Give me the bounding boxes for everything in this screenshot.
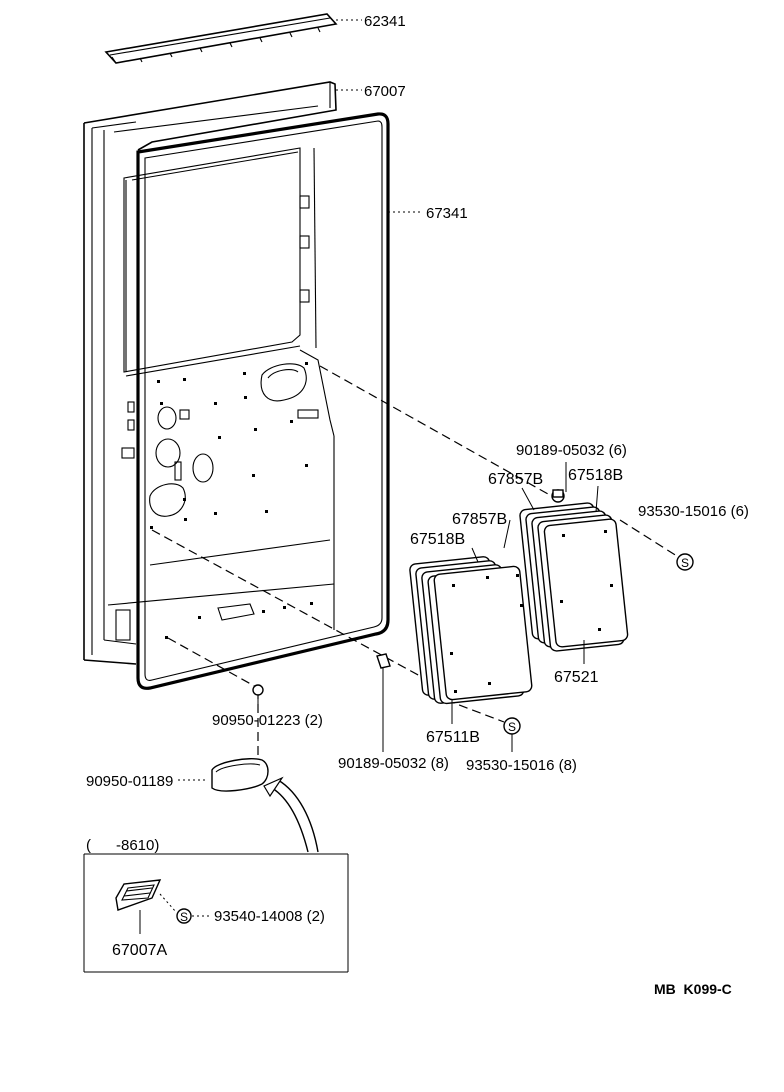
arrow-to-inset (263, 776, 319, 853)
screw-mark-6: S (676, 553, 694, 571)
callout-93530-15016-6: 93530-15016 (6) (638, 503, 749, 520)
hole-plug-large (178, 758, 269, 792)
assembly-line-lower (167, 637, 259, 689)
callout-67857B-right: 67857B (488, 471, 543, 488)
assembly-line-middle (151, 529, 421, 677)
hole-plug-small (252, 684, 264, 712)
callout-90950-01189: 90950-01189 (86, 773, 173, 790)
screw-mark-8: S (503, 717, 521, 752)
clip-upper (551, 462, 567, 503)
assembly-line-screw-8 (445, 699, 505, 723)
figure-code: MB K099-C (654, 981, 732, 997)
back-door-panel (83, 81, 362, 665)
callout-93540-14008-2: 93540-14008 (2) (214, 908, 325, 925)
callout-67521: 67521 (554, 669, 599, 686)
callout-93530-15016-8: 93530-15016 (8) (466, 757, 577, 774)
board-stack-left (409, 519, 533, 724)
screw-mark-8-letter: S (508, 720, 516, 734)
callout-67007A: 67007A (112, 942, 167, 959)
callout-62341: 62341 (364, 13, 406, 30)
callout-67341: 67341 (426, 205, 468, 222)
callout-67518B-left: 67518B (410, 531, 465, 548)
callout-67857B-left: 67857B (452, 511, 507, 528)
callout-inset-date-range: ( -8610) (86, 837, 159, 854)
top-moulding (104, 13, 362, 64)
screw-mark-6-letter: S (681, 556, 689, 570)
callout-90189-05032-6: 90189-05032 (6) (516, 442, 627, 459)
weatherstrip (136, 112, 422, 690)
assembly-line-upper (319, 365, 549, 495)
clip-lower (376, 653, 391, 752)
callout-67518B-right: 67518B (568, 467, 623, 484)
callout-67511B: 67511B (426, 729, 480, 746)
assembly-line-screw-6 (619, 519, 681, 559)
inset-box: S (83, 853, 349, 973)
board-stack-right (519, 485, 629, 664)
callout-67007: 67007 (364, 83, 406, 100)
callout-90189-05032-8: 90189-05032 (8) (338, 755, 449, 772)
screw-mark-inset-letter: S (180, 910, 188, 924)
callout-90950-01223-2: 90950-01223 (2) (212, 712, 323, 729)
